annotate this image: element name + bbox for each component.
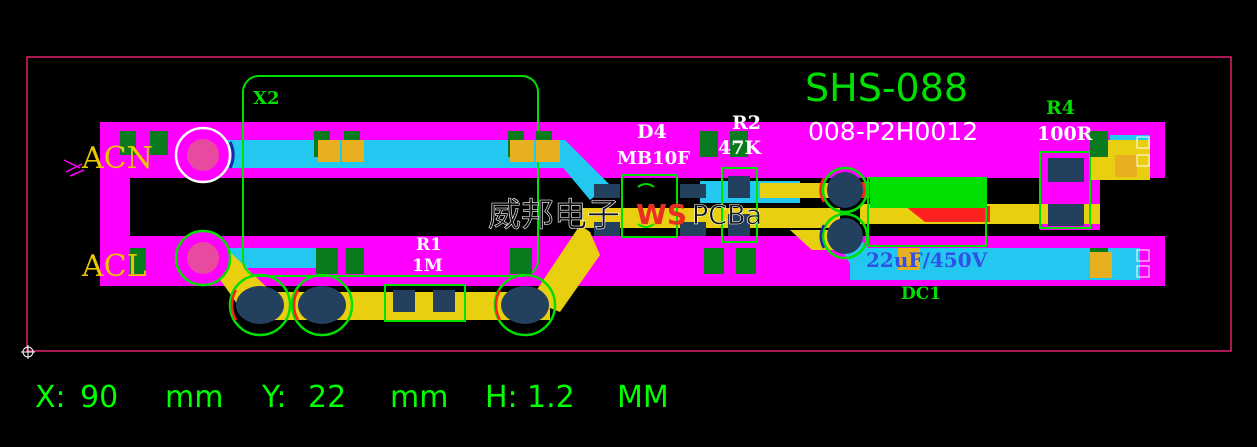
r1-outline xyxy=(384,284,466,322)
r4-ref: R4 xyxy=(1046,97,1075,119)
watermark-pcba: PCBa xyxy=(692,200,762,231)
x2-outline xyxy=(242,75,539,277)
status-bar: X: 90 mm Y: 22 mm H: 1.2 MM xyxy=(0,370,1257,434)
x-value: 90 xyxy=(80,380,119,415)
cap-outline xyxy=(867,177,987,247)
r2-outline xyxy=(721,167,758,243)
through-hole-pads xyxy=(174,126,235,287)
x-unit: mm xyxy=(165,380,224,415)
board-title: SHS-088 xyxy=(805,66,968,110)
h-unit: MM xyxy=(617,380,669,415)
r1-value: 1M xyxy=(412,256,443,276)
green-copper xyxy=(870,178,985,208)
y-label: Y: xyxy=(262,380,287,415)
pcb-canvas[interactable]: ACN ACL X2 SHS-088 008-P2H0012 D4 MB10F … xyxy=(0,0,1257,370)
edge-connector-icons xyxy=(1136,136,1150,278)
smd-pads xyxy=(393,158,1084,312)
cap-value: 22uF/450V xyxy=(866,248,988,272)
h-label: H: xyxy=(485,380,518,415)
origin-marker-icon xyxy=(21,345,35,359)
r2-ref: R2 xyxy=(732,112,761,134)
yellow-pads xyxy=(318,140,1137,278)
part-number: 008-P2H0012 xyxy=(808,117,978,146)
r4-value: 100R xyxy=(1037,123,1093,145)
watermark-cn: 威邦电子 xyxy=(488,195,620,234)
diode-symbol-icon xyxy=(637,183,655,228)
y-unit: mm xyxy=(390,380,449,415)
d4-ref: D4 xyxy=(637,121,667,143)
cap-ref: DC1 xyxy=(901,284,941,304)
h-value: 1.2 xyxy=(527,380,575,415)
r1-ref: R1 xyxy=(416,235,442,255)
acn-arrow-icon xyxy=(63,159,85,177)
d4-value: MB10F xyxy=(617,148,690,169)
y-value: 22 xyxy=(308,380,347,415)
x-label: X: xyxy=(35,380,66,415)
pad-rings xyxy=(228,166,869,337)
x2-label: X2 xyxy=(253,88,280,109)
acl-label: ACL xyxy=(81,249,147,284)
watermark-ws: WS xyxy=(636,198,687,231)
oval-pads xyxy=(236,172,863,324)
r4-outline xyxy=(1039,151,1091,229)
board-outline xyxy=(26,56,1232,352)
r2-value: 47K xyxy=(718,137,762,159)
d4-outline xyxy=(621,174,678,238)
acn-label: ACN xyxy=(81,141,153,176)
